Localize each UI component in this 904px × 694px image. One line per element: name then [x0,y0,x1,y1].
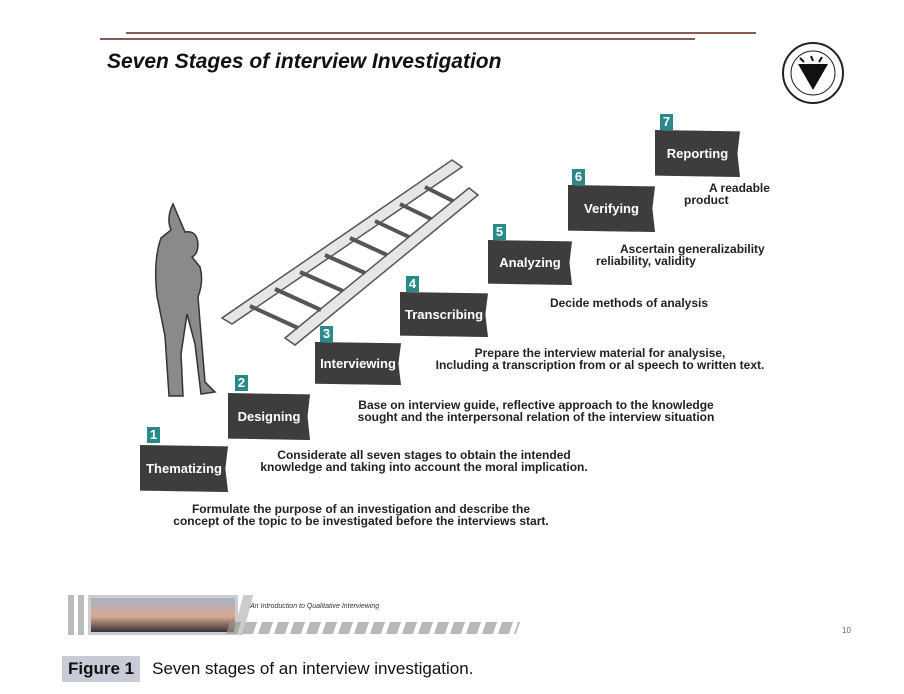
stage-box-analyzing: Analyzing [488,240,572,285]
stage-box-designing: Designing [228,393,310,440]
figure-label: Figure 1 [62,656,141,682]
stage-box-interviewing: Interviewing [315,342,401,385]
stage-box-verifying: Verifying [568,185,655,232]
header-rule-bottom [100,38,695,40]
stage-number-badge: 6 [572,169,585,185]
footer-text: An Introduction to Qualitative Interview… [250,603,380,610]
stage-number-badge: 4 [406,276,419,292]
university-logo [782,42,844,104]
stage-number-badge: 2 [235,375,248,391]
page-number: 10 [842,626,851,635]
stage-number-badge: 7 [660,114,673,130]
footer-photo [88,595,238,635]
stage-box-reporting: Reporting [655,130,740,177]
header-rule-top [126,32,756,34]
person-silhouette [154,202,217,397]
stage-number-badge: 5 [493,224,506,240]
stage-description: Considerate all seven stages to obtain t… [260,448,588,474]
ladder [220,159,480,346]
stage-description: Prepare the interview material for analy… [435,346,765,372]
stage-description: Base on interview guide, reflective appr… [357,398,715,424]
caption-text: Seven stages of an interview investigati… [152,659,474,678]
stage-description: Decide methods of analysis [549,296,709,310]
stage-number-badge: 1 [147,427,160,443]
stage-box-thematizing: Thematizing [140,445,228,492]
footer-banner: An Introduction to Qualitative Interview… [68,595,521,637]
figure-caption: Figure 1 Seven stages of an interview in… [62,656,473,682]
stage-number-badge: 3 [320,326,333,342]
stage-description: Formulate the purpose of an investigatio… [173,502,549,528]
stage-box-transcribing: Transcribing [400,292,488,337]
slide-title: Seven Stages of interview Investigation [107,50,502,73]
